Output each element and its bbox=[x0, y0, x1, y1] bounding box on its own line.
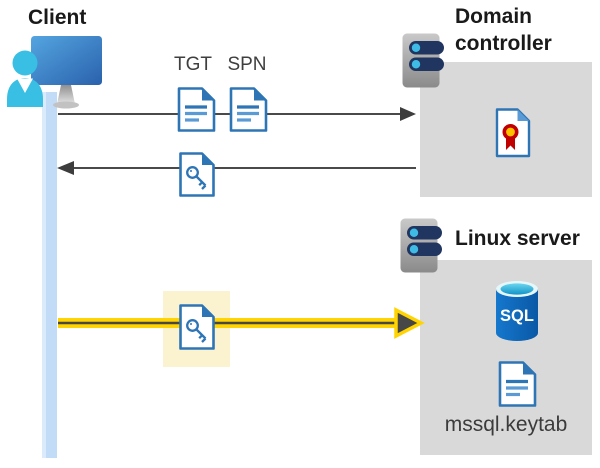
certificate-seal bbox=[502, 123, 519, 140]
user-icon bbox=[7, 50, 43, 107]
response-arrow-left bbox=[57, 161, 416, 175]
monitor-base bbox=[53, 101, 79, 109]
tgt-document-icon bbox=[177, 87, 216, 132]
domain-controller-server-icon bbox=[402, 33, 444, 88]
tgt-label: TGT bbox=[174, 54, 212, 75]
certificate-icon bbox=[495, 108, 531, 158]
monitor-stand bbox=[57, 85, 75, 104]
linux-server-icon bbox=[400, 218, 442, 273]
sql-label: SQL bbox=[500, 307, 534, 325]
domain-controller-label: Domain controller bbox=[455, 5, 552, 55]
spn-label: SPN bbox=[227, 54, 267, 75]
client-timeline-bar bbox=[42, 92, 57, 458]
client-computer-icon bbox=[7, 36, 102, 109]
sql-database-icon: SQL bbox=[496, 281, 538, 341]
key-document-icon-response bbox=[179, 152, 215, 197]
linux-server-label: Linux server bbox=[455, 227, 580, 250]
monitor bbox=[31, 36, 102, 85]
keytab-document-icon bbox=[498, 361, 537, 407]
highlighted-arrow-right bbox=[58, 307, 425, 339]
keytab-filename-label: mssql.keytab bbox=[444, 413, 568, 436]
client-label: Client bbox=[28, 6, 87, 29]
key-document-icon-highlighted bbox=[179, 304, 215, 350]
spn-document-icon bbox=[229, 87, 268, 132]
